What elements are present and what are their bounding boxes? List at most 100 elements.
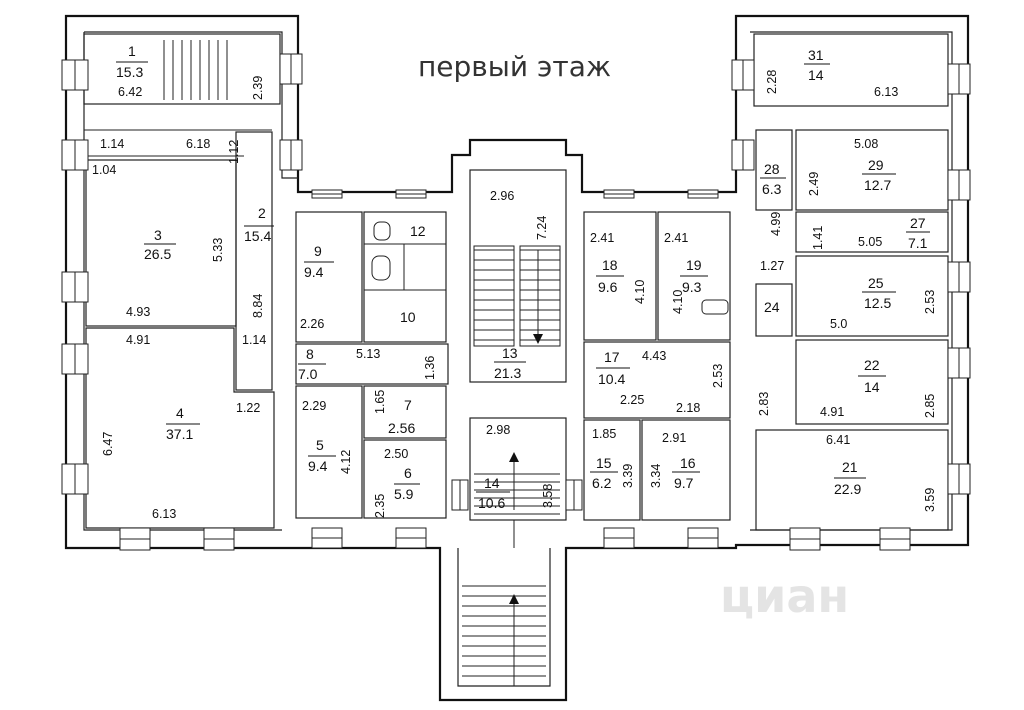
svg-text:7.0: 7.0	[298, 366, 318, 382]
svg-text:9: 9	[314, 243, 322, 259]
svg-text:10.6: 10.6	[478, 495, 505, 511]
svg-text:14: 14	[864, 379, 880, 395]
svg-text:15: 15	[596, 455, 612, 471]
dim-label: 6.13	[152, 507, 176, 521]
plan-title: первый этаж	[418, 50, 611, 83]
sanitary-fixtures	[371, 221, 729, 315]
room-label-3: 326.5	[144, 227, 176, 262]
room-label-17: 17 10.4	[596, 349, 630, 387]
room-label-15: 156.2	[590, 455, 618, 491]
svg-text:22.9: 22.9	[834, 481, 861, 497]
dim-label: 2.18	[676, 401, 700, 415]
svg-text:21: 21	[842, 459, 858, 475]
dim-label: 3.58	[541, 484, 555, 508]
room-label-19: 199.3	[680, 257, 708, 295]
room-label-13: 13 21.3	[494, 345, 526, 381]
svg-text:8: 8	[306, 346, 314, 362]
watermark-text: циан	[720, 569, 849, 623]
room-label-16: 169.7	[672, 455, 700, 491]
dim-label: 6.47	[101, 432, 115, 456]
stair-treads	[163, 40, 560, 677]
svg-text:6.2: 6.2	[592, 475, 612, 491]
svg-text:21.3: 21.3	[494, 365, 521, 381]
svg-text:4: 4	[176, 405, 184, 421]
svg-text:10: 10	[400, 309, 416, 325]
dim-label: 4.10	[633, 280, 647, 304]
room-label-28: 286.3	[760, 161, 786, 197]
dim-label: 2.41	[664, 231, 688, 245]
inner-walls	[83, 33, 949, 531]
room-label-4: 437.1	[166, 405, 200, 442]
stair-arrows	[509, 250, 543, 686]
dim-label: 1.14	[100, 137, 124, 151]
dim-label: 1.36	[423, 356, 437, 380]
dim-label: 5.05	[858, 235, 882, 249]
dim-label: 4.91	[820, 405, 844, 419]
dim-label: 2.98	[486, 423, 510, 437]
dim-label: 6.41	[826, 433, 850, 447]
svg-text:10.4: 10.4	[598, 371, 625, 387]
svg-text:28: 28	[764, 161, 780, 177]
svg-text:15.3: 15.3	[116, 64, 143, 80]
dimension-labels: 6.42 2.39 1.14 6.18 1.12 1.04 5.33 4.93 …	[92, 70, 937, 521]
room-label-21: 21 22.9	[834, 459, 866, 497]
room-label-7: 72.56	[388, 397, 415, 436]
room-label-9: 99.4	[304, 243, 334, 280]
room-label-29: 29 12.7	[862, 157, 896, 193]
dim-label: 2.28	[765, 70, 779, 94]
svg-text:12: 12	[410, 223, 426, 239]
svg-text:29: 29	[868, 157, 884, 173]
dim-label: 1.65	[373, 390, 387, 414]
dim-label: 4.10	[671, 290, 685, 314]
dim-label: 1.22	[236, 401, 260, 415]
windows	[61, 53, 971, 551]
svg-text:25: 25	[868, 275, 884, 291]
dim-label: 1.12	[227, 140, 241, 164]
dim-label: 1.14	[242, 333, 266, 347]
svg-text:15.4: 15.4	[244, 228, 271, 244]
svg-text:3: 3	[154, 227, 162, 243]
room-label-8: 87.0	[298, 346, 326, 382]
dim-label: 5.33	[211, 238, 225, 262]
dim-label: 4.91	[126, 333, 150, 347]
dim-label: 2.25	[620, 393, 644, 407]
dim-label: 2.91	[662, 431, 686, 445]
room-label-12: 12	[410, 223, 426, 239]
dim-label: 2.85	[923, 394, 937, 418]
dim-label: 6.18	[186, 137, 210, 151]
dim-label: 1.41	[811, 226, 825, 250]
room-label-6: 65.9	[394, 465, 420, 502]
svg-text:13: 13	[502, 345, 518, 361]
dim-label: 2.39	[251, 76, 265, 100]
svg-text:17: 17	[604, 349, 620, 365]
dim-label: 7.24	[535, 216, 549, 240]
room-label-1: 115.3	[116, 43, 148, 80]
dim-label: 6.42	[118, 85, 142, 99]
svg-text:6.3: 6.3	[762, 181, 782, 197]
dim-label: 4.12	[339, 450, 353, 474]
dim-label: 2.26	[300, 317, 324, 331]
svg-text:9.7: 9.7	[674, 475, 694, 491]
dim-label: 8.84	[251, 294, 265, 318]
svg-text:5: 5	[316, 437, 324, 453]
svg-text:18: 18	[602, 257, 618, 273]
svg-text:16: 16	[680, 455, 696, 471]
dim-label: 4.99	[769, 212, 783, 236]
room-label-2: 215.4	[244, 205, 274, 244]
dim-label: 2.53	[923, 290, 937, 314]
svg-text:9.4: 9.4	[304, 264, 324, 280]
dim-label: 1.85	[592, 427, 616, 441]
svg-text:12.7: 12.7	[864, 177, 891, 193]
dim-label: 2.50	[384, 447, 408, 461]
dim-label: 5.0	[830, 317, 847, 331]
svg-text:6: 6	[404, 465, 412, 481]
svg-text:12.5: 12.5	[864, 295, 891, 311]
dim-label: 2.83	[757, 392, 771, 416]
dim-label: 5.13	[356, 347, 380, 361]
dim-label: 2.49	[807, 172, 821, 196]
room-label-25: 25 12.5	[862, 275, 896, 311]
svg-text:24: 24	[764, 299, 780, 315]
